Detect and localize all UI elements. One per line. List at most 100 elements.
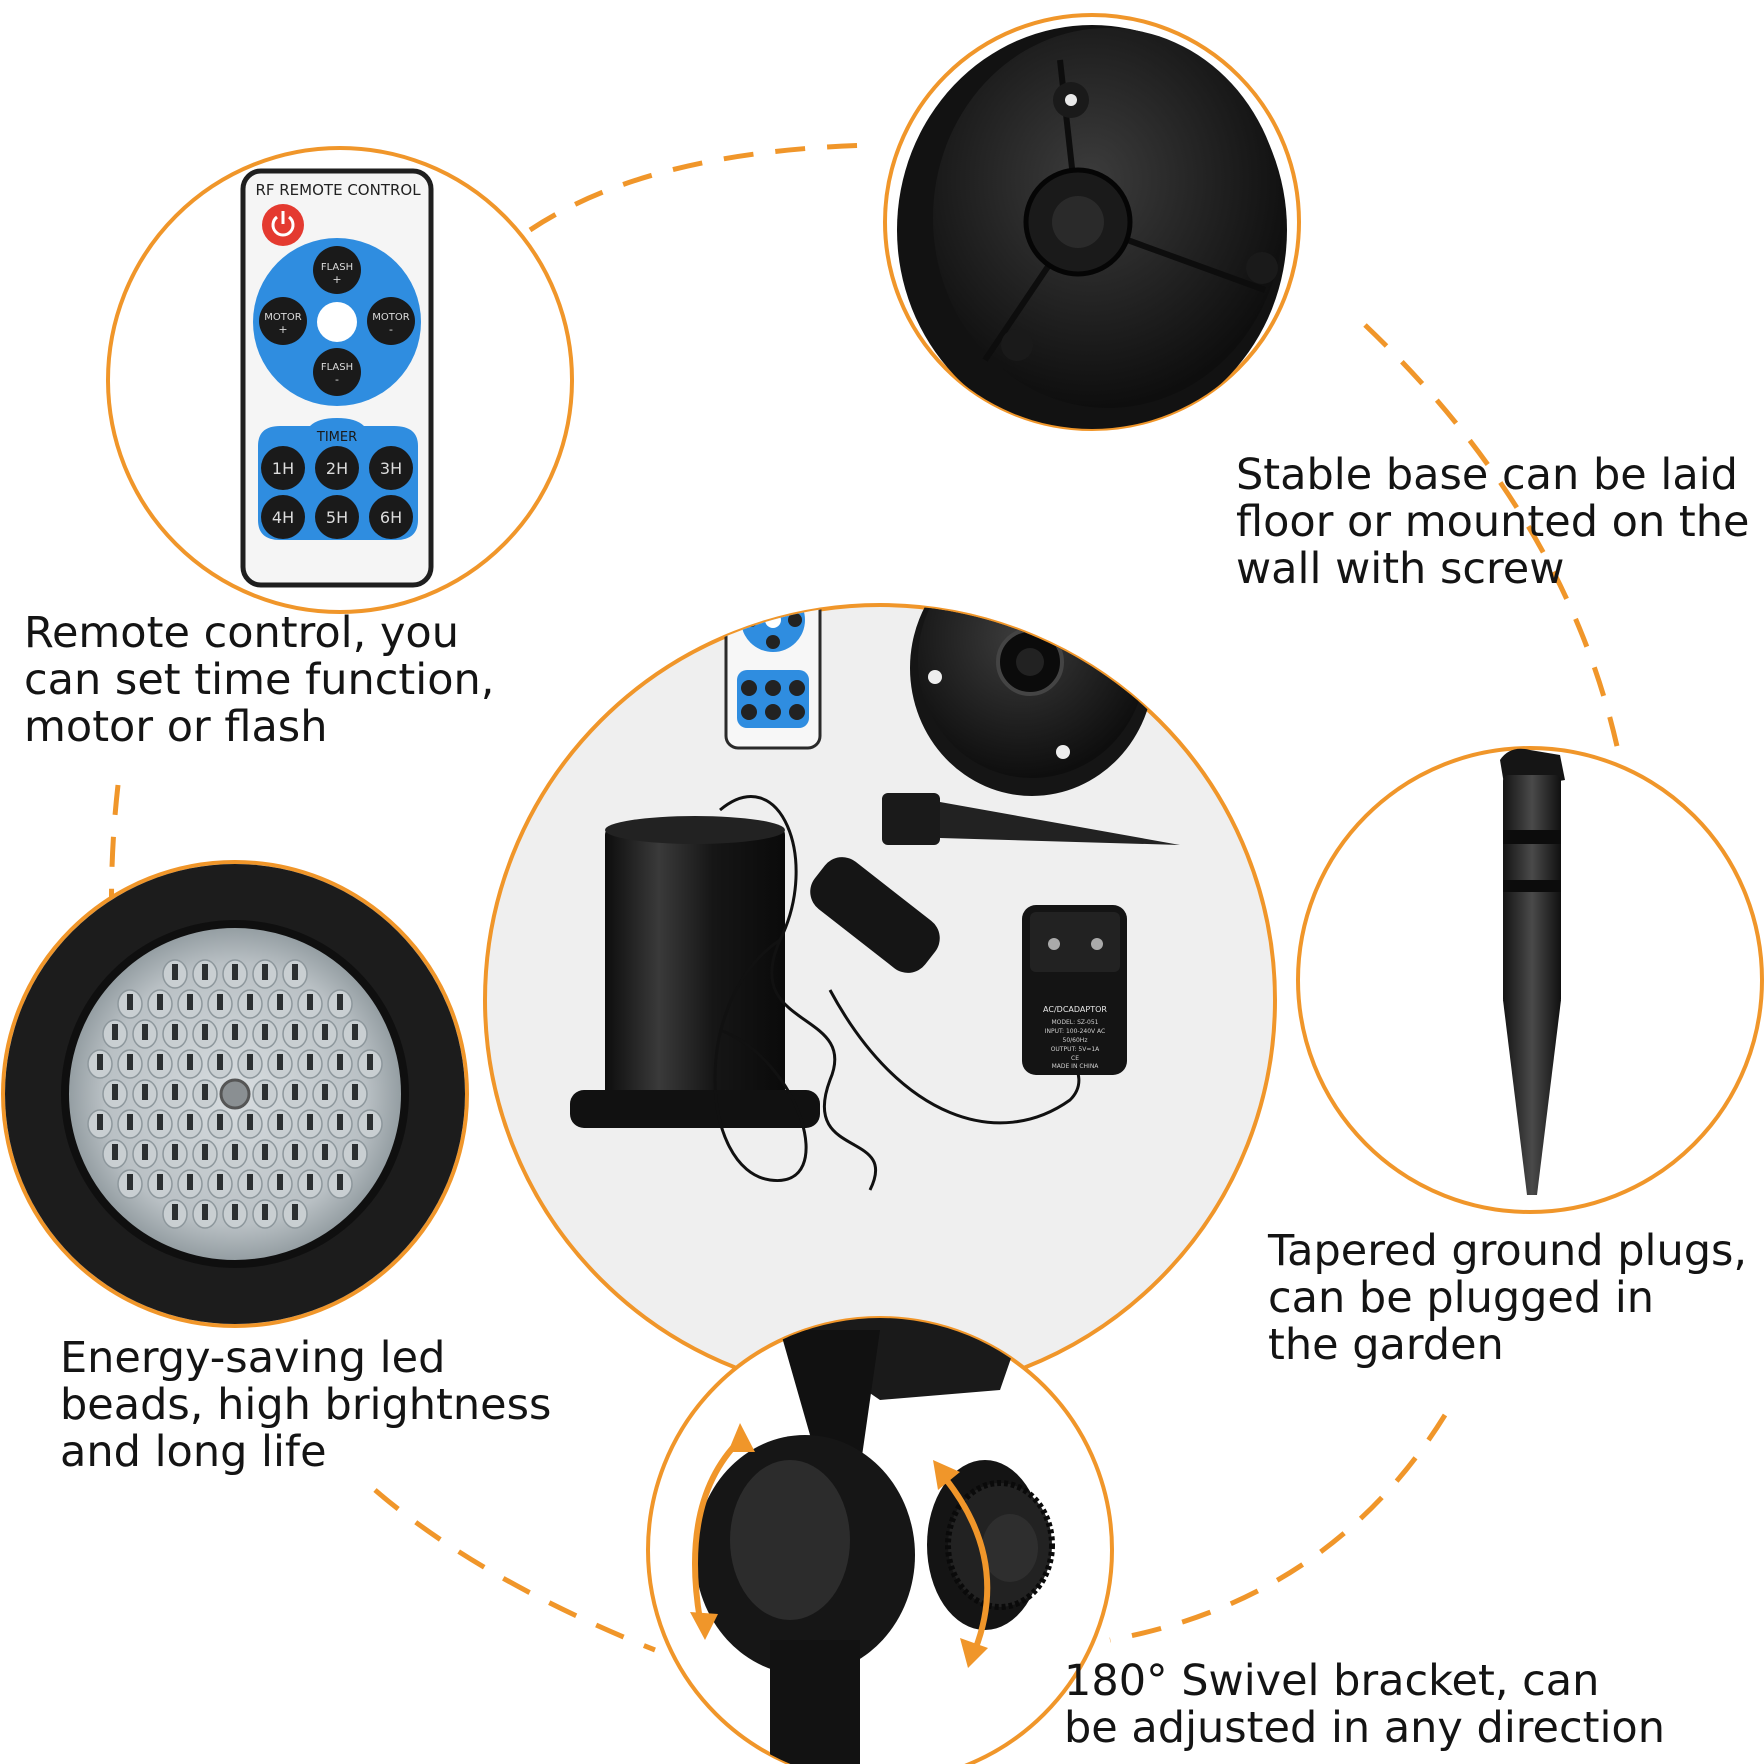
dpad-right-sign: - bbox=[389, 323, 393, 336]
led-chip bbox=[322, 1084, 328, 1100]
rotation-arrows-icon bbox=[690, 1423, 991, 1668]
remote-detail-circle: RF REMOTE CONTROL FLASH + FLASH - MOTOR … bbox=[106, 146, 574, 614]
dpad-right-label: MOTOR bbox=[372, 312, 409, 323]
caption-line: can be plugged in bbox=[1268, 1273, 1655, 1323]
base-caption: Stable base can be laid floor or mounted… bbox=[1236, 452, 1749, 593]
led-chip bbox=[277, 1114, 283, 1130]
led-lens-array bbox=[87, 959, 383, 1229]
led-chip bbox=[277, 1054, 283, 1070]
led-chip bbox=[112, 1144, 118, 1160]
adapter-line: 50/60Hz bbox=[1063, 1037, 1088, 1044]
led-chip bbox=[202, 1024, 208, 1040]
led-chip bbox=[337, 1114, 343, 1130]
caption-line: Stable base can be laid bbox=[1236, 450, 1738, 500]
caption-line: Energy-saving led bbox=[60, 1333, 446, 1383]
led-chip bbox=[187, 1114, 193, 1130]
led-chip bbox=[367, 1054, 373, 1070]
led-chip bbox=[172, 1024, 178, 1040]
led-chip bbox=[307, 1114, 313, 1130]
led-chip bbox=[217, 994, 223, 1010]
led-caption: Energy-saving led beads, high brightness… bbox=[60, 1335, 551, 1476]
led-chip bbox=[337, 1174, 343, 1190]
center-package-circle: AC/DCADAPTOR MODEL: SZ-051 INPUT: 100-24… bbox=[483, 603, 1277, 1397]
plug-detail-circle bbox=[1296, 746, 1764, 1214]
led-chip bbox=[352, 1084, 358, 1100]
timer-button-label: 2H bbox=[326, 459, 348, 478]
caption-line: motor or flash bbox=[24, 702, 328, 752]
led-chip bbox=[127, 1174, 133, 1190]
caption-line: Tapered ground plugs, bbox=[1268, 1226, 1748, 1276]
led-chip bbox=[247, 1054, 253, 1070]
led-chip bbox=[172, 1204, 178, 1220]
led-chip bbox=[307, 994, 313, 1010]
led-chip bbox=[367, 1114, 373, 1130]
led-chip bbox=[262, 1024, 268, 1040]
led-chip bbox=[277, 1174, 283, 1190]
led-detail-circle bbox=[1, 860, 469, 1328]
led-chip bbox=[157, 1114, 163, 1130]
led-chip bbox=[202, 1204, 208, 1220]
led-chip bbox=[157, 994, 163, 1010]
led-chip bbox=[337, 994, 343, 1010]
dpad-up-sign: + bbox=[332, 273, 341, 286]
timer-button-label: 3H bbox=[380, 459, 402, 478]
led-chip bbox=[127, 1054, 133, 1070]
led-chip bbox=[142, 1024, 148, 1040]
led-chip bbox=[322, 1024, 328, 1040]
caption-line: can set time function, bbox=[24, 655, 495, 705]
led-chip bbox=[172, 1084, 178, 1100]
led-chip bbox=[277, 994, 283, 1010]
adapter-line: OUTPUT: 5V=1A bbox=[1051, 1046, 1100, 1053]
dpad-up-label: FLASH bbox=[321, 262, 353, 273]
led-chip bbox=[307, 1174, 313, 1190]
led-chip bbox=[157, 1174, 163, 1190]
led-chip bbox=[322, 1144, 328, 1160]
caption-line: 180° Swivel bracket, can bbox=[1064, 1656, 1600, 1706]
led-chip bbox=[292, 1144, 298, 1160]
led-chip bbox=[97, 1054, 103, 1070]
led-chip bbox=[292, 964, 298, 980]
led-chip bbox=[217, 1054, 223, 1070]
caption-line: and long life bbox=[60, 1427, 327, 1477]
adapter-line: INPUT: 100-240V AC bbox=[1045, 1028, 1105, 1035]
led-chip bbox=[97, 1114, 103, 1130]
led-chip bbox=[232, 1144, 238, 1160]
led-chip bbox=[307, 1054, 313, 1070]
led-chip bbox=[202, 1084, 208, 1100]
led-chip bbox=[232, 1024, 238, 1040]
center-stake bbox=[882, 793, 1180, 845]
led-chip bbox=[232, 964, 238, 980]
adapter-line: MODEL: SZ-051 bbox=[1051, 1019, 1098, 1026]
led-chip bbox=[292, 1084, 298, 1100]
timer-label: TIMER bbox=[316, 430, 357, 445]
led-chip bbox=[292, 1204, 298, 1220]
led-chip bbox=[262, 1084, 268, 1100]
led-chip bbox=[112, 1084, 118, 1100]
led-chip bbox=[262, 1144, 268, 1160]
led-chip bbox=[187, 1054, 193, 1070]
led-chip bbox=[202, 1144, 208, 1160]
caption-line: beads, high brightness bbox=[60, 1380, 552, 1430]
led-chip bbox=[247, 1174, 253, 1190]
led-chip bbox=[262, 1204, 268, 1220]
led-chip bbox=[112, 1024, 118, 1040]
led-chip bbox=[352, 1024, 358, 1040]
dpad-down-sign: - bbox=[335, 373, 339, 386]
led-chip bbox=[292, 1024, 298, 1040]
swivel-caption: 180° Swivel bracket, can be adjusted in … bbox=[1064, 1658, 1665, 1752]
led-chip bbox=[172, 964, 178, 980]
adapter-line: CE bbox=[1071, 1055, 1079, 1062]
led-chip bbox=[127, 1114, 133, 1130]
caption-line: the garden bbox=[1268, 1320, 1504, 1370]
led-chip bbox=[127, 994, 133, 1010]
led-chip bbox=[262, 964, 268, 980]
plug-caption: Tapered ground plugs, can be plugged in … bbox=[1268, 1228, 1747, 1369]
led-chip bbox=[217, 1114, 223, 1130]
dpad-left-label: MOTOR bbox=[264, 312, 301, 323]
timer-button-label: 1H bbox=[272, 459, 294, 478]
led-chip bbox=[352, 1144, 358, 1160]
center-base bbox=[910, 605, 1154, 796]
caption-line: Remote control, you bbox=[24, 608, 459, 658]
base-detail-circle bbox=[883, 13, 1301, 431]
